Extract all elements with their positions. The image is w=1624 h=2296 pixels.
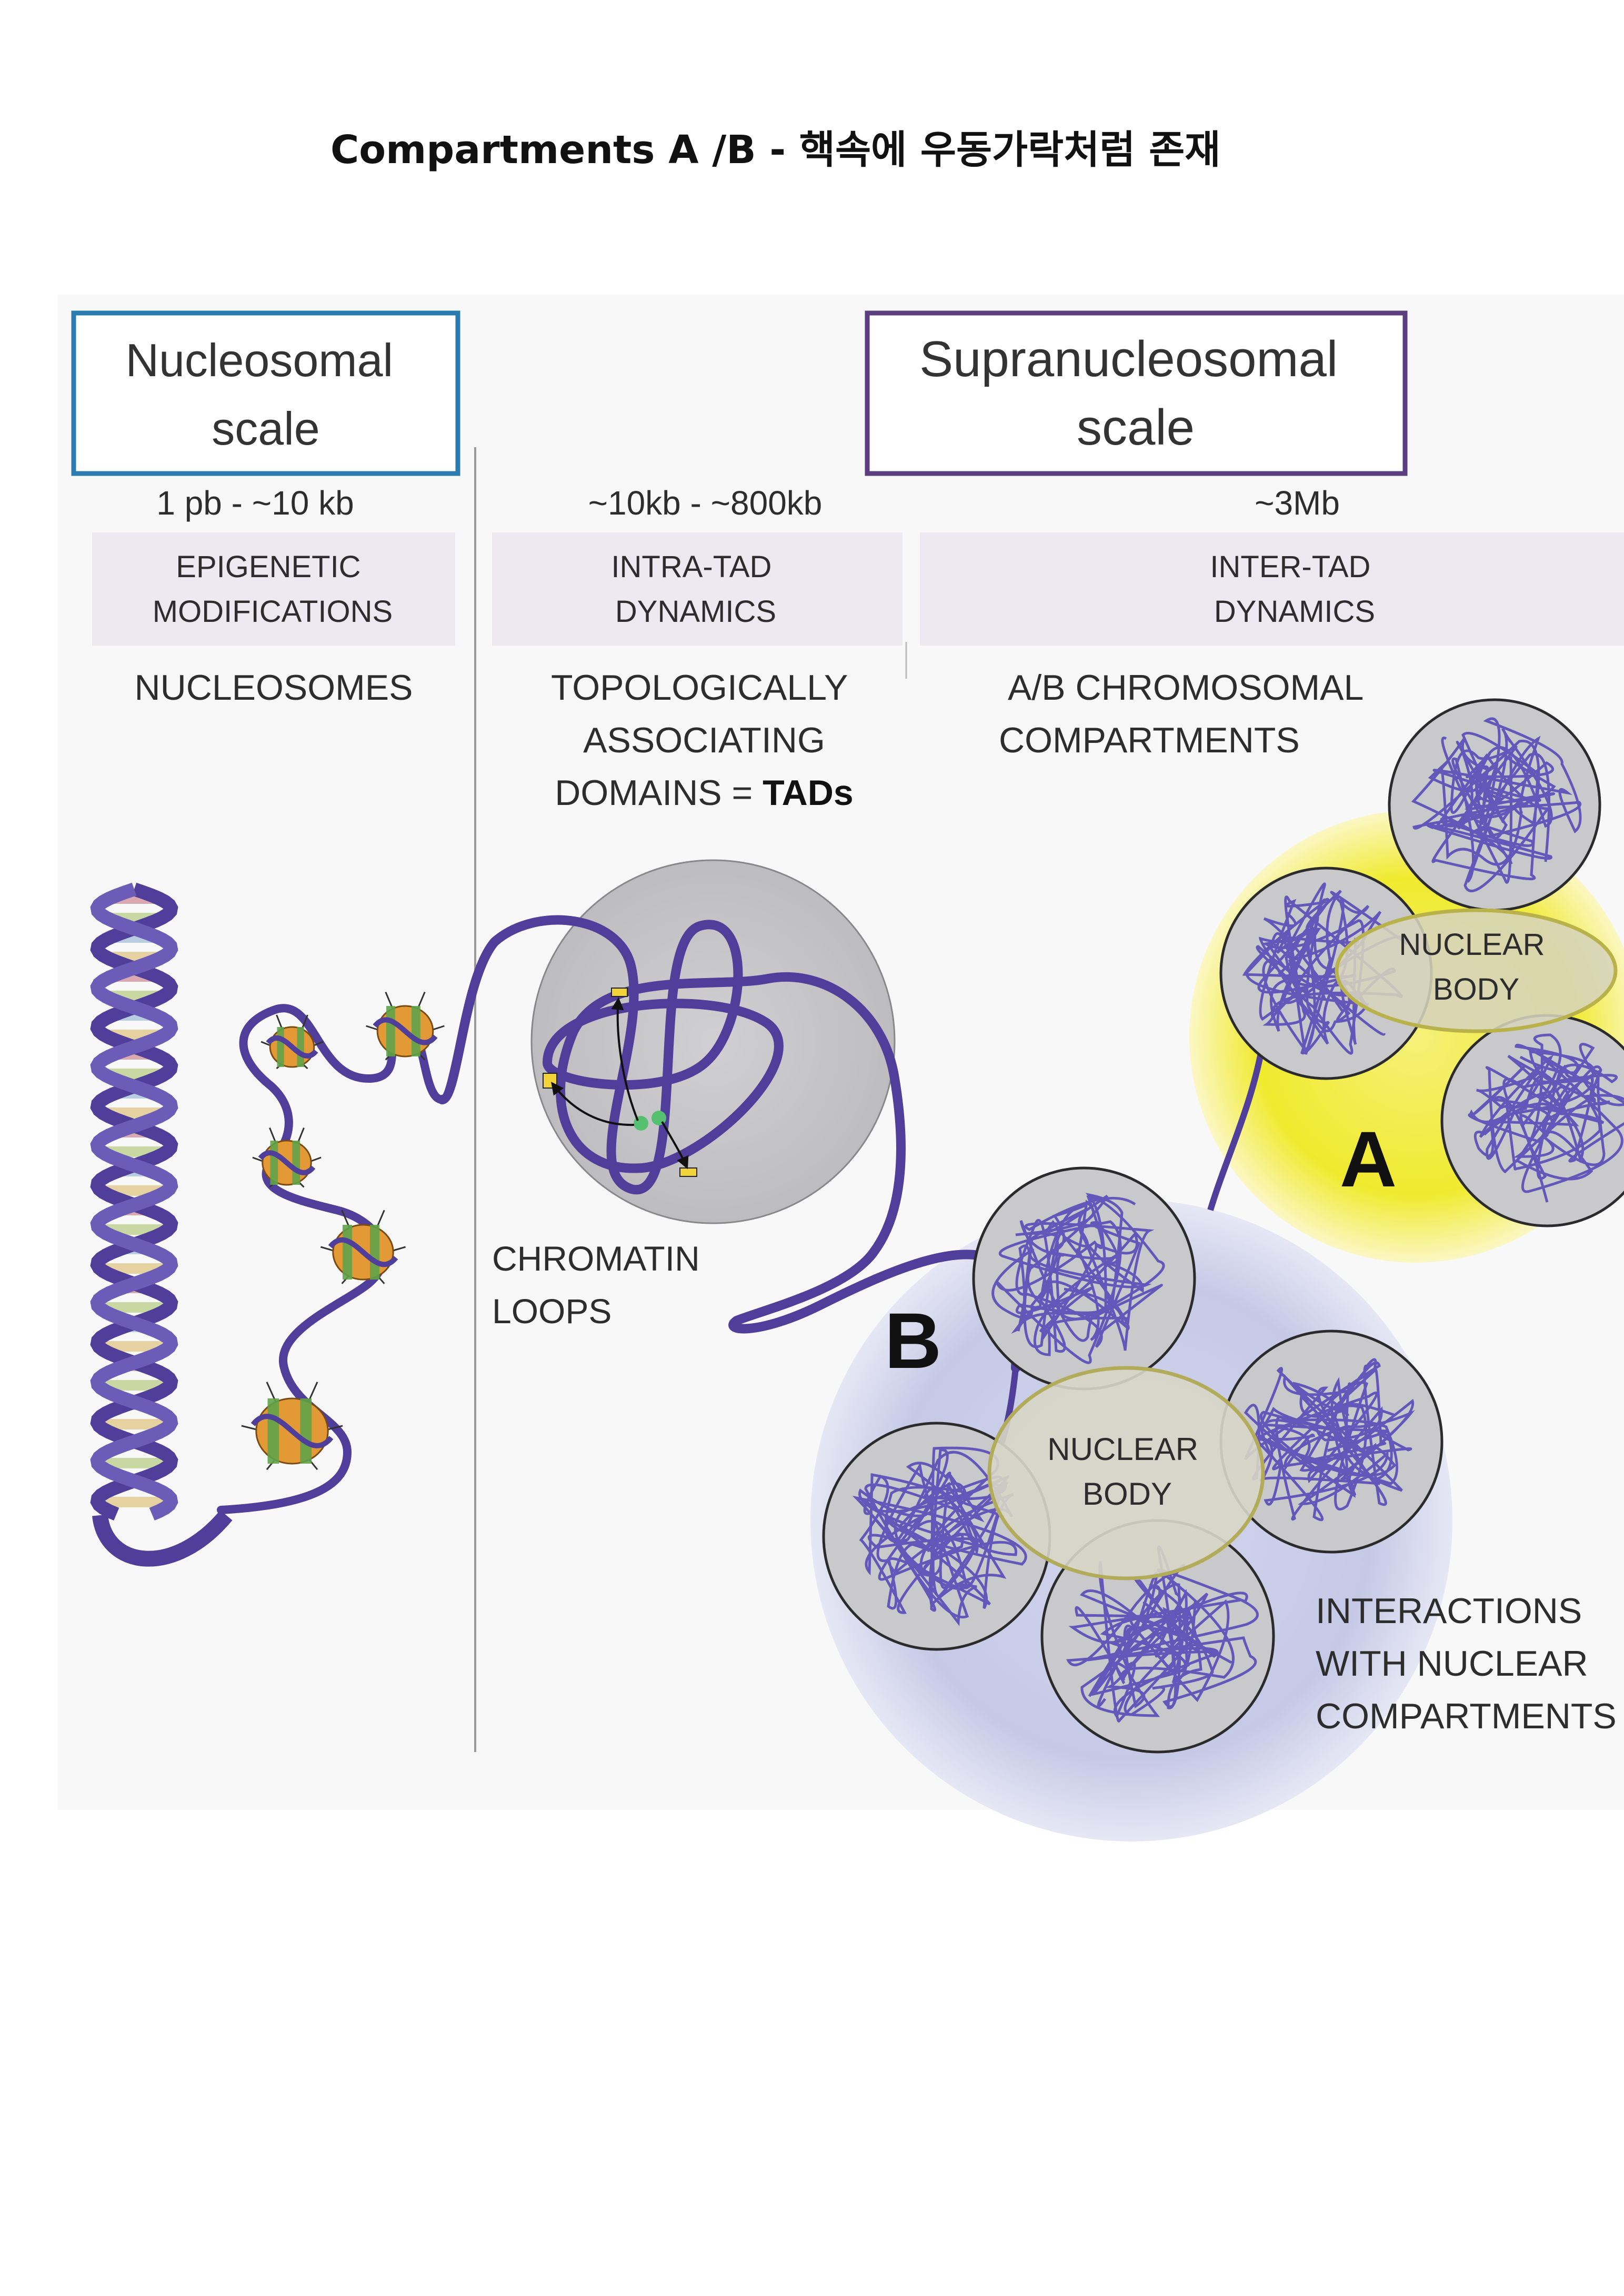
nucleosomes-label: NUCLEOSOMES <box>135 668 413 708</box>
chromosome-territory <box>972 1166 1196 1391</box>
nucleosome <box>320 1210 406 1284</box>
supranucleosomal-scale-label: Supranucleosomal scale <box>919 331 1352 456</box>
dynamics-band-col3 <box>920 532 1624 646</box>
nucleosomal-scale-box <box>71 310 460 476</box>
range-col1: 1 pb - ~10 kb <box>156 484 354 522</box>
helix-strand-b <box>90 882 178 1520</box>
range-col3: ~3Mb <box>1255 484 1340 522</box>
compartment-a-letter: A <box>1340 1115 1397 1203</box>
dynamics-col1: EPIGENETIC MODIFICATIONS <box>153 550 393 629</box>
dynamics-band-col2 <box>492 532 903 646</box>
tads-label-line3: DOMAINS = TADs <box>555 773 853 813</box>
loop-arrow-3 <box>661 1121 689 1170</box>
fiber-b-to-a <box>1207 1041 1266 1211</box>
nucleosomal-scale-label: Nucleosomal scale <box>125 334 406 455</box>
tad-circle <box>530 859 896 1224</box>
compartment-a-territories <box>1219 698 1624 1227</box>
loop-arrow-1 <box>611 997 639 1121</box>
compartment-b-letter: B <box>885 1296 941 1385</box>
range-col2: ~10kb - ~800kb <box>588 484 823 522</box>
chromosome-territory <box>1388 698 1601 912</box>
chromatin-fiber-main <box>437 915 1026 1373</box>
nucleosome <box>366 991 445 1061</box>
page-title: Compartments A /B - 핵속에 우동가락처럼 존재 <box>330 127 1221 173</box>
nuclear-body-a <box>1335 908 1618 1033</box>
dna-double-helix <box>90 882 233 1567</box>
compartment-b-territories <box>822 1166 1443 1754</box>
dynamics-band-col1 <box>92 532 455 646</box>
tads-label: TOPOLOGICALLY ASSOCIATING <box>551 668 857 760</box>
compartments-label: A/B CHROMOSOMAL COMPARTMENTS <box>999 668 1372 760</box>
helix-bottom-turn <box>92 1510 233 1567</box>
dynamics-col2: INTRA-TAD DYNAMICS <box>611 550 780 629</box>
supranucleosomal-scale-box <box>865 310 1408 476</box>
nuclear-body-a-label: NUCLEAR BODY <box>1399 928 1553 1006</box>
nuclear-body-b <box>987 1366 1265 1580</box>
loop-arrow-2 <box>551 1082 635 1126</box>
nuclear-body-b-label: NUCLEAR BODY <box>1047 1432 1207 1512</box>
chromatin-loops-label: CHROMATIN LOOPS <box>492 1239 709 1331</box>
dynamics-col3: INTER-TAD DYNAMICS <box>1210 550 1379 629</box>
loop-anchor-1 <box>611 988 628 997</box>
loop-anchor-3 <box>679 1167 697 1177</box>
nucleosome <box>252 1127 322 1188</box>
nucleosome <box>260 1014 324 1070</box>
nucleosome <box>241 1382 343 1471</box>
interactions-label: INTERACTIONS WITH NUCLEAR COMPARTMENTS <box>1316 1591 1617 1736</box>
